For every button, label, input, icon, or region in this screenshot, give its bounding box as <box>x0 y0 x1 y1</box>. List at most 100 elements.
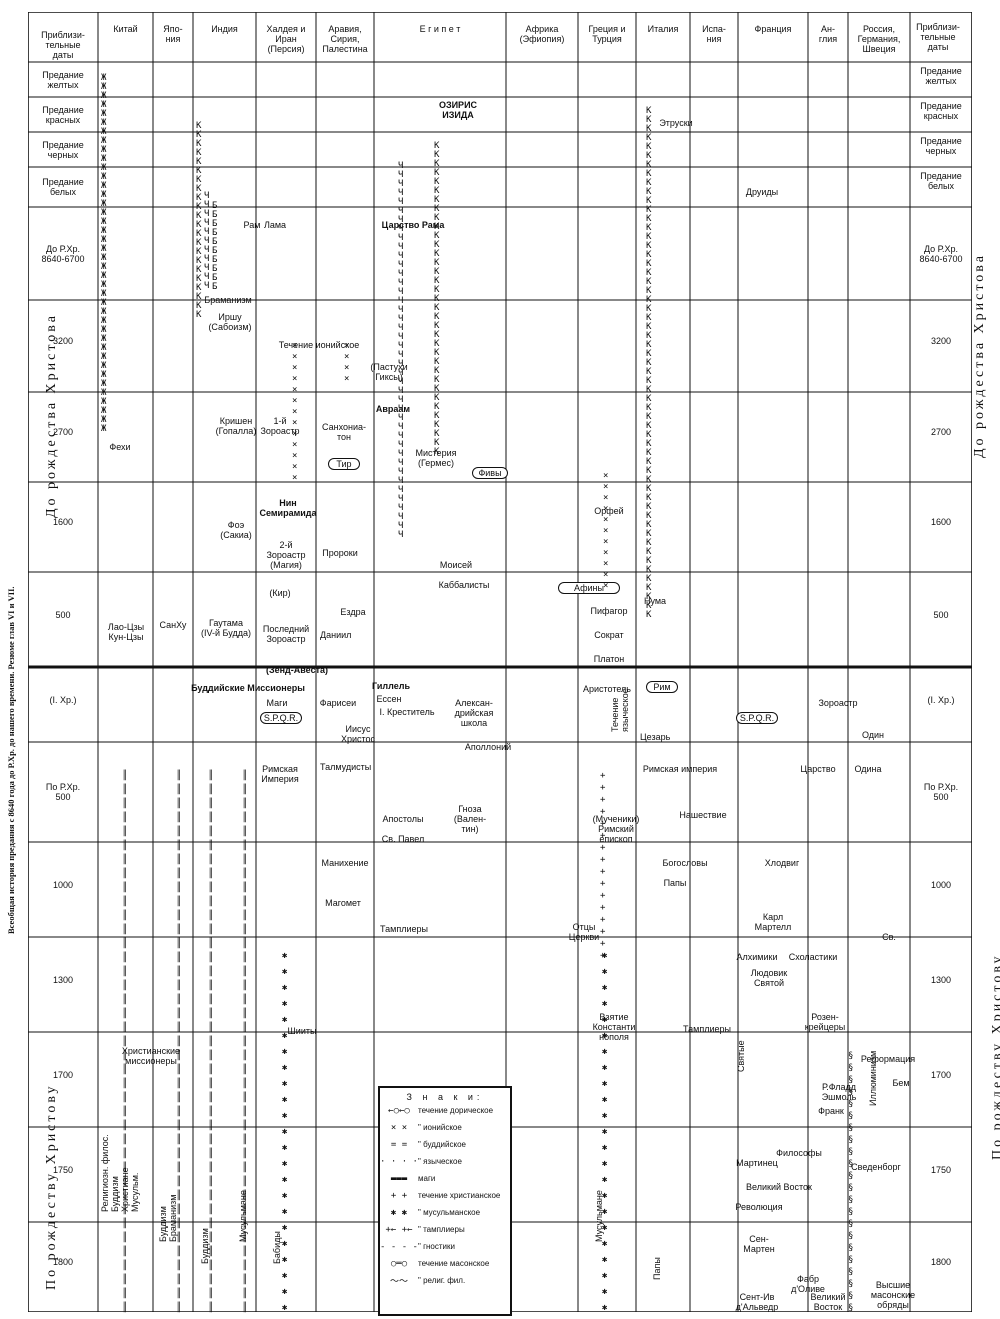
legend-title: З н а к и: <box>406 1092 484 1102</box>
symbol-ch: Ч <box>398 170 404 180</box>
symbol-ch: Ч <box>398 224 404 234</box>
symbol-zh: Ж <box>101 361 107 371</box>
label-filosofy: Философы <box>776 1148 822 1158</box>
symbol-eq: ║ <box>122 855 128 865</box>
symbol-b: Б <box>212 282 218 292</box>
label-zoroastr3: Зороастр <box>818 698 858 708</box>
label-hristianskie: Христианские миссионеры <box>121 1046 181 1066</box>
label-ozyris: ОЗИРИС ИЗИДА <box>438 100 478 120</box>
symbol-eq: ║ <box>208 1219 214 1229</box>
symbol-eq: ║ <box>242 897 248 907</box>
symbol-ch: Ч <box>204 245 210 255</box>
symbol-eq: ║ <box>208 841 214 851</box>
symbol-zh: Ж <box>101 307 107 317</box>
symbol-k: К <box>646 232 652 242</box>
symbol-k: К <box>646 142 652 152</box>
label-proroki: Пророки <box>322 548 358 558</box>
symbol-x: × <box>603 537 609 547</box>
symbol-eq: ║ <box>242 1107 248 1117</box>
symbol-star: ✱ <box>602 967 608 977</box>
symbol-ch: Ч <box>204 272 210 282</box>
legend-symbol: - - - - <box>380 1241 418 1252</box>
symbol-k: К <box>646 187 652 197</box>
symbol-eq: ║ <box>176 1205 182 1215</box>
symbol-ch: Ч <box>398 323 404 333</box>
symbol-k: К <box>646 565 652 575</box>
symbol-eq: ║ <box>176 1135 182 1145</box>
symbol-eq: ║ <box>176 1219 182 1229</box>
symbol-eq: ║ <box>242 1205 248 1215</box>
symbol-ch: Ч <box>204 209 210 219</box>
symbol-k: К <box>434 321 440 331</box>
symbol-eq: ║ <box>122 1037 128 1047</box>
legend-text: " тамплиеры <box>418 1225 465 1234</box>
label-illuminizm: Иллюминизм <box>868 1050 878 1106</box>
symbol-eq: ║ <box>122 967 128 977</box>
symbol-zh: Ж <box>101 334 107 344</box>
symbol-k: К <box>434 240 440 250</box>
row-label-left-7: 1600 <box>52 517 74 527</box>
symbol-eq: ║ <box>176 939 182 949</box>
symbol-zh: Ж <box>101 298 107 308</box>
legend-symbol: ✱ ✱ <box>390 1207 408 1218</box>
symbol-ch: Ч <box>398 485 404 495</box>
symbol-para: § <box>848 1255 854 1265</box>
label-nashestvie: Нашествие <box>679 810 727 820</box>
row-label-left-2: Предание черных <box>42 139 84 160</box>
symbol-k: К <box>646 241 652 251</box>
symbol-eq: ║ <box>208 1093 214 1103</box>
symbol-x: × <box>292 396 298 406</box>
symbol-eq: ║ <box>122 869 128 879</box>
symbol-k: К <box>646 286 652 296</box>
symbol-zh: Ж <box>101 190 107 200</box>
symbol-eq: ║ <box>122 1093 128 1103</box>
label-templiery1: Тамплиеры <box>380 924 428 934</box>
symbol-para: § <box>848 1243 854 1253</box>
symbol-zh: Ж <box>101 100 107 110</box>
label-tir: Тир <box>328 458 360 470</box>
symbol-eq: ║ <box>242 1079 248 1089</box>
label-platon: Платон <box>593 654 625 664</box>
symbol-eq: ║ <box>242 1065 248 1075</box>
symbol-ch: Ч <box>204 281 210 291</box>
symbol-eq: ║ <box>176 1107 182 1117</box>
symbol-star: ✱ <box>602 1303 608 1313</box>
symbol-eq: ║ <box>176 813 182 823</box>
label-avraam: Авраам <box>375 404 411 414</box>
symbol-zh: Ж <box>101 109 107 119</box>
table-grid <box>28 12 972 1312</box>
symbol-para: § <box>848 1087 854 1097</box>
symbol-zh: Ж <box>101 271 107 281</box>
label-buddiyskie: Буддийские Миссионеры <box>191 683 305 693</box>
label-spqr1: S.P.Q.R. <box>260 712 302 724</box>
symbol-ch: Ч <box>398 332 404 342</box>
symbol-eq: ║ <box>176 897 182 907</box>
label-zoroastr2: 2-й Зороастр (Магия) <box>266 540 306 570</box>
symbol-zh: Ж <box>101 145 107 155</box>
label-buddizm-bram: Буддизм Браманизм <box>158 1194 178 1242</box>
symbol-k: К <box>434 276 440 286</box>
symbol-k: К <box>646 484 652 494</box>
label-gnoza: Гноза (Вален- тин) <box>453 804 487 834</box>
label-babidy: Бабиды <box>272 1231 282 1264</box>
symbol-k: К <box>646 313 652 323</box>
symbol-para: § <box>848 1075 854 1085</box>
label-magi: Маги <box>266 698 288 708</box>
symbol-eq: ║ <box>208 981 214 991</box>
symbol-eq: ║ <box>122 925 128 935</box>
row-label-right-15: 1800 <box>930 1257 952 1267</box>
symbol-x: × <box>292 374 298 384</box>
row-label-right-14: 1750 <box>930 1164 952 1175</box>
legend-row: ✱ ✱" мусульманское <box>380 1204 510 1221</box>
label-ram: Рам <box>243 220 261 230</box>
label-sanhoniaton: Санхониа- тон <box>322 422 366 442</box>
symbol-eq: ║ <box>122 1079 128 1089</box>
symbol-zh: Ж <box>101 388 107 398</box>
symbol-eq: ║ <box>176 995 182 1005</box>
symbol-eq: ║ <box>176 1275 182 1285</box>
symbol-eq: ║ <box>242 967 248 977</box>
label-sv: Св. <box>882 932 896 942</box>
symbol-ch: Ч <box>398 449 404 459</box>
symbol-k: К <box>646 133 652 143</box>
header-column-11: Ан- глия <box>818 24 838 44</box>
